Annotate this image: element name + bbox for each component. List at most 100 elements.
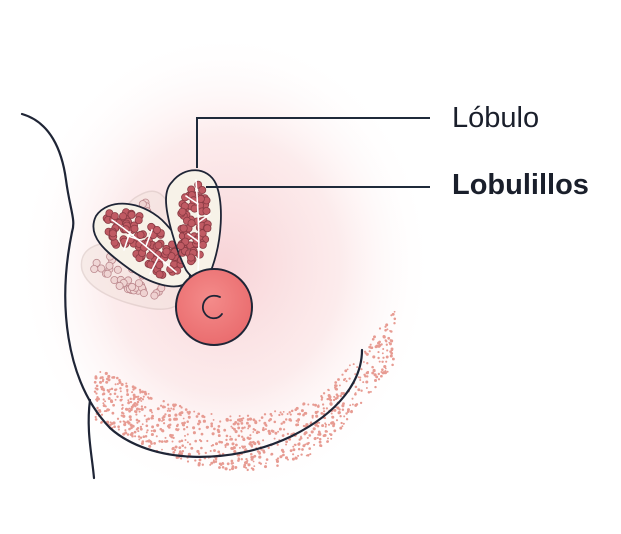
stipple-dot xyxy=(107,374,111,379)
stipple-dot xyxy=(380,371,383,373)
faded-lobule xyxy=(134,279,143,288)
stipple-dot xyxy=(213,449,216,452)
stipple-dot xyxy=(390,314,393,317)
stipple-dot xyxy=(341,373,344,376)
stipple-dot xyxy=(333,395,336,398)
stipple-dot xyxy=(210,444,213,447)
stipple-dot xyxy=(339,394,343,398)
stipple-dot xyxy=(306,454,310,457)
stipple-dot xyxy=(169,433,173,438)
stipple-dot xyxy=(138,408,141,411)
stipple-dot xyxy=(241,426,244,430)
stipple-dot xyxy=(204,451,208,455)
stipple-dot xyxy=(138,388,142,392)
torso-outline xyxy=(20,112,75,234)
stipple-dot xyxy=(141,423,144,426)
stipple-dot xyxy=(338,411,341,414)
stipple-dot xyxy=(100,420,104,424)
stipple-dot xyxy=(304,411,308,415)
stipple-dot xyxy=(246,468,249,472)
stipple-dot xyxy=(224,443,227,447)
stipple-dot xyxy=(165,439,169,443)
stipple-dot xyxy=(130,432,134,435)
stipple-dot xyxy=(245,421,249,425)
stipple-dot xyxy=(250,457,254,461)
stipple-dot xyxy=(137,398,140,401)
stipple-dot xyxy=(290,409,294,413)
stipple-dot xyxy=(162,399,165,403)
stipple-dot xyxy=(226,462,230,466)
stipple-dot xyxy=(343,415,346,418)
stipple-dot xyxy=(393,322,396,325)
stipple-dot xyxy=(281,434,285,437)
stipple-dot xyxy=(336,396,339,400)
stipple-dot xyxy=(326,440,329,443)
stipple-dot xyxy=(170,407,173,410)
stipple-dot xyxy=(327,437,329,440)
stipple-dot xyxy=(313,437,317,441)
lobule xyxy=(134,216,143,225)
stipple-dot xyxy=(144,392,148,396)
stipple-dot xyxy=(198,427,201,431)
stipple-dot xyxy=(334,384,338,388)
stipple-dot xyxy=(136,427,140,430)
stipple-dot xyxy=(298,412,302,416)
stipple-dot xyxy=(137,419,141,423)
stipple-dot xyxy=(349,404,352,407)
stipple-dot xyxy=(197,452,201,455)
stipple-dot xyxy=(282,428,286,431)
stipple-dot xyxy=(354,373,357,376)
stipple-dot xyxy=(119,398,123,402)
stipple-dot xyxy=(173,448,177,452)
stipple-dot xyxy=(230,425,233,428)
stipple-dot xyxy=(315,414,319,418)
stipple-dot xyxy=(129,423,133,427)
stipple-dot xyxy=(288,411,291,414)
stipple-dot xyxy=(145,431,148,434)
stipple-dot xyxy=(384,329,387,332)
stipple-dot xyxy=(131,434,134,438)
stipple-dot xyxy=(263,413,267,416)
stipple-dot xyxy=(198,419,201,423)
stipple-dot xyxy=(95,392,98,395)
stipple-dot xyxy=(150,442,153,445)
stipple-dot xyxy=(205,425,209,429)
stipple-dot xyxy=(117,425,120,429)
stipple-dot xyxy=(244,461,248,465)
stipple-dot xyxy=(256,430,259,434)
stipple-dot xyxy=(357,388,361,392)
stipple-dot xyxy=(225,434,229,438)
stipple-dot xyxy=(187,452,191,456)
lobule xyxy=(127,210,136,219)
stipple-dot xyxy=(386,370,389,373)
lobule xyxy=(196,194,205,203)
stipple-dot xyxy=(95,384,99,388)
stipple-dot xyxy=(328,397,332,401)
stipple-dot xyxy=(382,335,386,339)
faded-lobule xyxy=(103,269,112,278)
stipple-dot xyxy=(198,458,202,462)
stipple-dot xyxy=(333,408,337,412)
stipple-dot xyxy=(114,383,117,386)
stipple-dot xyxy=(360,389,363,392)
stipple-dot xyxy=(240,419,244,422)
leader-line-lobulo xyxy=(196,117,430,168)
stipple-dot xyxy=(131,391,134,394)
stipple-dot xyxy=(194,439,197,443)
faded-lobule xyxy=(105,261,114,270)
stipple-dot xyxy=(307,403,310,406)
stipple-dot xyxy=(178,452,181,456)
stipple-dot xyxy=(116,382,119,386)
stipple-dot xyxy=(359,376,362,379)
stipple-dot xyxy=(127,401,131,405)
stipple-dot xyxy=(114,398,117,401)
stipple-dot xyxy=(163,440,166,443)
stipple-dot xyxy=(336,406,340,410)
stipple-dot xyxy=(180,406,183,409)
stipple-dot xyxy=(268,431,272,435)
stipple-dot xyxy=(373,370,376,373)
stipple-dot xyxy=(150,429,153,432)
stipple-dot xyxy=(99,371,102,373)
stipple-dot xyxy=(194,459,197,462)
stipple-dot xyxy=(260,416,264,419)
